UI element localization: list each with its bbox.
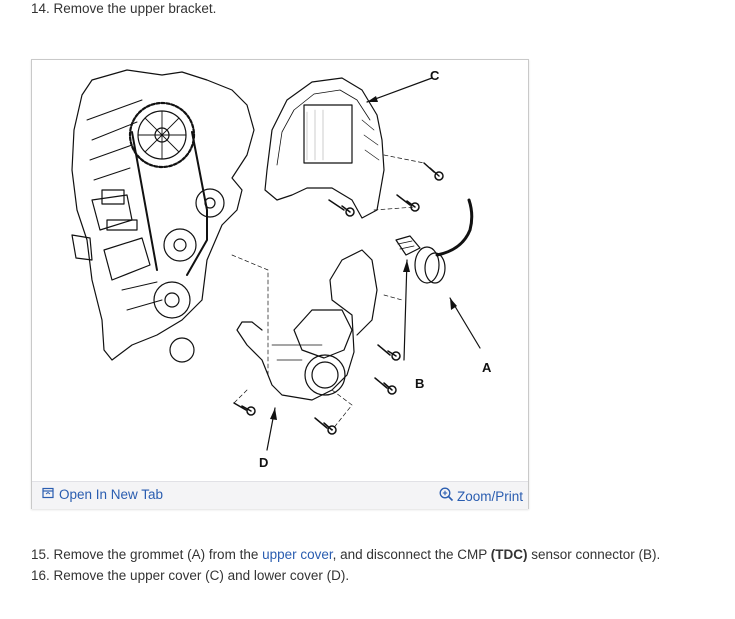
grommet — [414, 198, 474, 284]
cmp-sensor-connector — [395, 235, 421, 256]
timing-belt — [131, 131, 208, 276]
step-14-text: 14. Remove the upper bracket. — [31, 1, 217, 16]
callout-c: C — [430, 68, 440, 83]
step-16-text: 16. Remove the upper cover (C) and lower… — [31, 568, 350, 583]
bolts — [233, 162, 444, 435]
zoom-in-icon — [439, 487, 454, 505]
callout-b: B — [415, 376, 424, 391]
pulleys — [153, 188, 225, 363]
zoom-print-label: Zoom/Print — [456, 488, 523, 504]
timing-belt-cover-diagram: C A B D — [71, 68, 492, 470]
callout-a: A — [482, 360, 492, 375]
upper-cover-link[interactable]: upper cover — [262, 547, 333, 562]
cam-sprocket — [128, 101, 196, 169]
figure-footer: Open In New Tab Zoom/Print — [32, 481, 528, 509]
lower-cover — [236, 249, 378, 401]
diagram-figure: C A B D Open In New Tab Zoom/Print — [31, 59, 529, 509]
zoom-print-link[interactable]: Zoom/Print — [439, 487, 523, 505]
step-15-suffix: sensor connector (B). — [527, 547, 661, 562]
leader-lines — [231, 154, 425, 431]
engine-block — [71, 69, 255, 361]
step-15-middle: , and disconnect the CMP — [332, 547, 491, 562]
step-15-text: 15. Remove the grommet (A) from the uppe… — [31, 546, 660, 564]
upper-cover — [264, 77, 385, 219]
open-in-new-tab-label: Open In New Tab — [59, 487, 164, 502]
step-15-tdc: (TDC) — [490, 547, 528, 562]
open-new-tab-icon — [42, 487, 54, 502]
step-15-prefix: 15. Remove the grommet (A) from the — [31, 547, 263, 562]
callout-arrows — [266, 77, 481, 451]
callout-d: D — [259, 455, 268, 470]
open-in-new-tab-link[interactable]: Open In New Tab — [42, 487, 163, 502]
